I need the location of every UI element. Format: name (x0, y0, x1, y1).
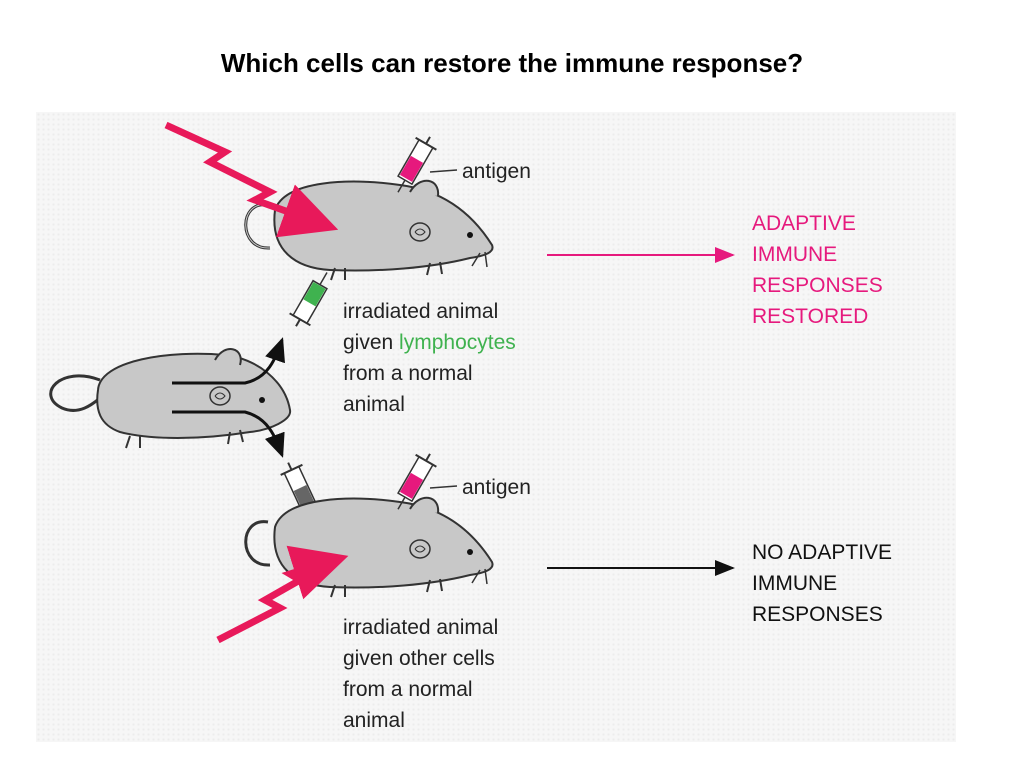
bottom-outcome: NO ADAPTIVE IMMUNE RESPONSES (752, 537, 892, 630)
top-outcome-line4: RESTORED (752, 305, 869, 328)
bottom-outcome-line1: NO ADAPTIVE (752, 541, 893, 564)
top-description: irradiated animal given lymphocytes from… (343, 296, 516, 420)
top-recipient-mouse (244, 179, 494, 281)
top-outcome-line3: RESPONSES (752, 274, 883, 297)
donor-to-top-line (172, 337, 285, 385)
bottom-antigen-label: antigen (462, 476, 531, 499)
top-outcome-line2: IMMUNE (752, 243, 838, 266)
bottom-outcome-line2: IMMUNE (752, 572, 838, 595)
bottom-antigen-pointer (429, 485, 458, 489)
slide-title: Which cells can restore the immune respo… (220, 48, 804, 78)
bottom-description-line2: given other cells (343, 647, 495, 670)
donor-to-bottom-line (172, 410, 285, 458)
top-antigen-syringe (397, 136, 437, 193)
bottom-antigen-syringe (397, 453, 437, 510)
lymphocyte-syringe (289, 272, 328, 327)
top-outcome-line1: ADAPTIVE (752, 212, 856, 235)
bottom-description-line4: animal (343, 709, 405, 732)
top-description-line4: animal (343, 393, 405, 416)
top-description-line3: from a normal (343, 362, 473, 385)
bottom-recipient-mouse (244, 496, 494, 598)
top-radiation-bolt (164, 121, 339, 238)
top-description-line2: given lymphocytes (343, 327, 516, 358)
top-outcome: ADAPTIVE IMMUNE RESPONSES RESTORED (752, 208, 883, 332)
lymphocytes-highlight: lymphocytes (399, 331, 516, 354)
top-antigen-pointer (429, 169, 458, 173)
bottom-outcome-line3: RESPONSES (752, 603, 883, 626)
other-cells-syringe (280, 462, 317, 520)
top-description-line2-prefix: given (343, 331, 400, 354)
donor-mouse (49, 348, 292, 449)
top-antigen-label: antigen (462, 160, 531, 183)
bottom-description-line3: from a normal (343, 678, 473, 701)
bottom-radiation-bolt (216, 545, 349, 644)
bottom-description-line1: irradiated animal (343, 616, 499, 639)
bottom-description: irradiated animal given other cells from… (343, 612, 498, 736)
top-description-line1: irradiated animal (343, 300, 499, 323)
